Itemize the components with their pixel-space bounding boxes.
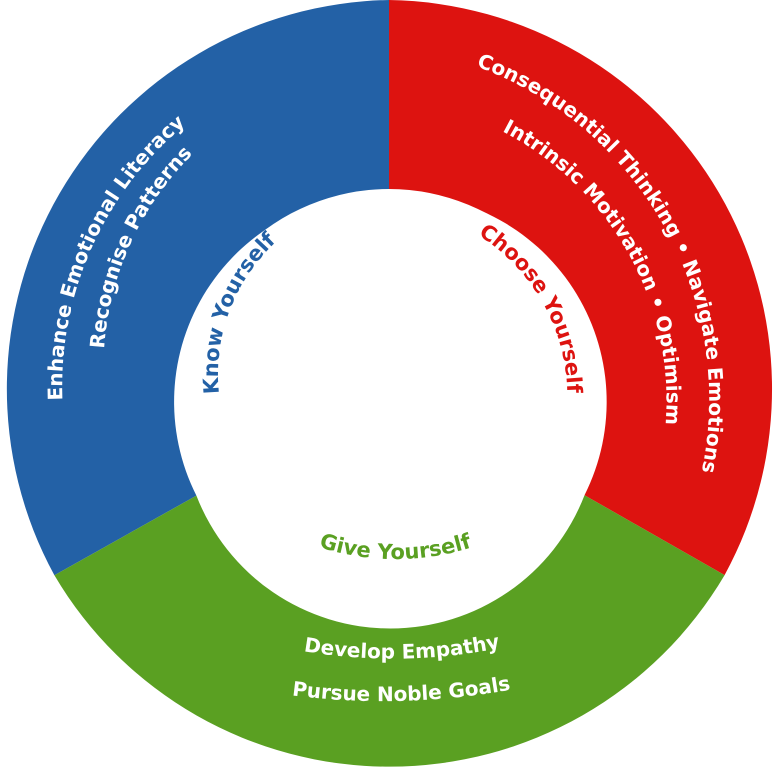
choose-yourself-segment (389, 0, 773, 576)
center-circle (181, 189, 597, 605)
know-yourself-segment (6, 0, 390, 576)
give-yourself-segment (54, 495, 725, 767)
